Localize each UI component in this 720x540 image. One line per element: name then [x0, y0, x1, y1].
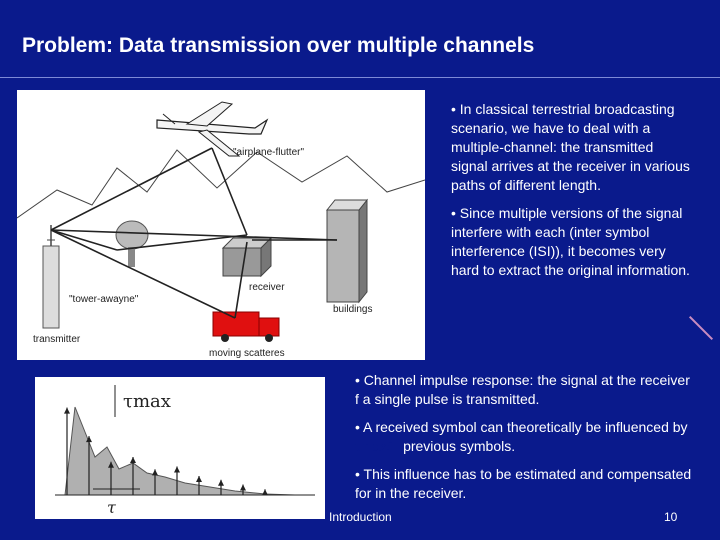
impulse-tap-arrowhead: [108, 461, 114, 468]
receiver-label: receiver: [249, 282, 285, 293]
scatterers-label: moving scatteres: [209, 348, 285, 359]
impulse-tap-arrowhead: [152, 469, 158, 476]
multipath-illustration: "airplane-flutter" receiver buildings "t…: [16, 90, 426, 360]
airplane-label: "airplane-flutter": [233, 147, 304, 158]
decorative-line: [688, 315, 714, 341]
mountain-outline: [16, 149, 426, 219]
airplane-icon: [156, 101, 269, 157]
impulse-taps: [64, 407, 268, 496]
impulse-tap-arrowhead: [218, 479, 224, 486]
impulse-tap-arrowhead: [262, 489, 268, 496]
footer-section-label: Introduction: [329, 510, 392, 524]
title-divider: [0, 77, 720, 78]
page-number: 10: [664, 510, 678, 524]
bullet-compensation: • This influence has to be estimated and…: [355, 466, 692, 501]
tower-label: "tower-awayne": [69, 294, 139, 305]
transmitter-tower-icon: [42, 225, 60, 329]
bullet-classical-scenario: • In classical terrestrial broadcasting …: [451, 101, 690, 193]
tree-icon: [115, 220, 149, 267]
impulse-response-diagram: τmax τ: [35, 377, 325, 519]
tall-building-icon: [325, 198, 369, 304]
slide-title: Problem: Data transmission over multiple…: [22, 34, 535, 57]
tau-label: τ: [107, 498, 117, 517]
tau-max-label: τmax: [123, 391, 171, 412]
transmitter-label: transmitter: [33, 334, 81, 345]
impulse-tap-arrowhead: [86, 436, 92, 443]
impulse-envelope: [64, 406, 296, 496]
bullet-impulse-response: • Channel impulse response: the signal a…: [355, 372, 690, 407]
moving-scatterer-truck-icon: [212, 311, 280, 342]
multipath-scene-drawing: "airplane-flutter" receiver buildings "t…: [16, 101, 426, 359]
impulse-tap-arrowhead: [196, 476, 202, 482]
impulse-tap-arrowhead: [130, 457, 136, 463]
top-bullet-list: • In classical terrestrial broadcasting …: [451, 100, 691, 289]
signal-paths: [50, 147, 338, 319]
bullet-influenced-end: previous symbols.: [403, 438, 516, 454]
bullet-influenced-start: • A received symbol can theoretically be…: [355, 419, 688, 435]
bullet-influenced-symbols: • A received symbol can theoretically be…: [355, 418, 695, 456]
buildings-label: buildings: [333, 304, 372, 315]
impulse-tap-arrowhead: [174, 466, 180, 473]
impulse-tap-arrowhead: [64, 407, 70, 414]
bottom-bullet-list: • Channel impulse response: the signal a…: [355, 371, 695, 512]
impulse-tap-arrowhead: [240, 484, 246, 491]
impulse-response-drawing: τmax τ: [55, 385, 315, 517]
receiver-building-icon: [221, 236, 273, 278]
tau-ratio-formula: τmax/T: [355, 438, 400, 454]
bullet-isi: • Since multiple versions of the signal …: [451, 205, 690, 278]
